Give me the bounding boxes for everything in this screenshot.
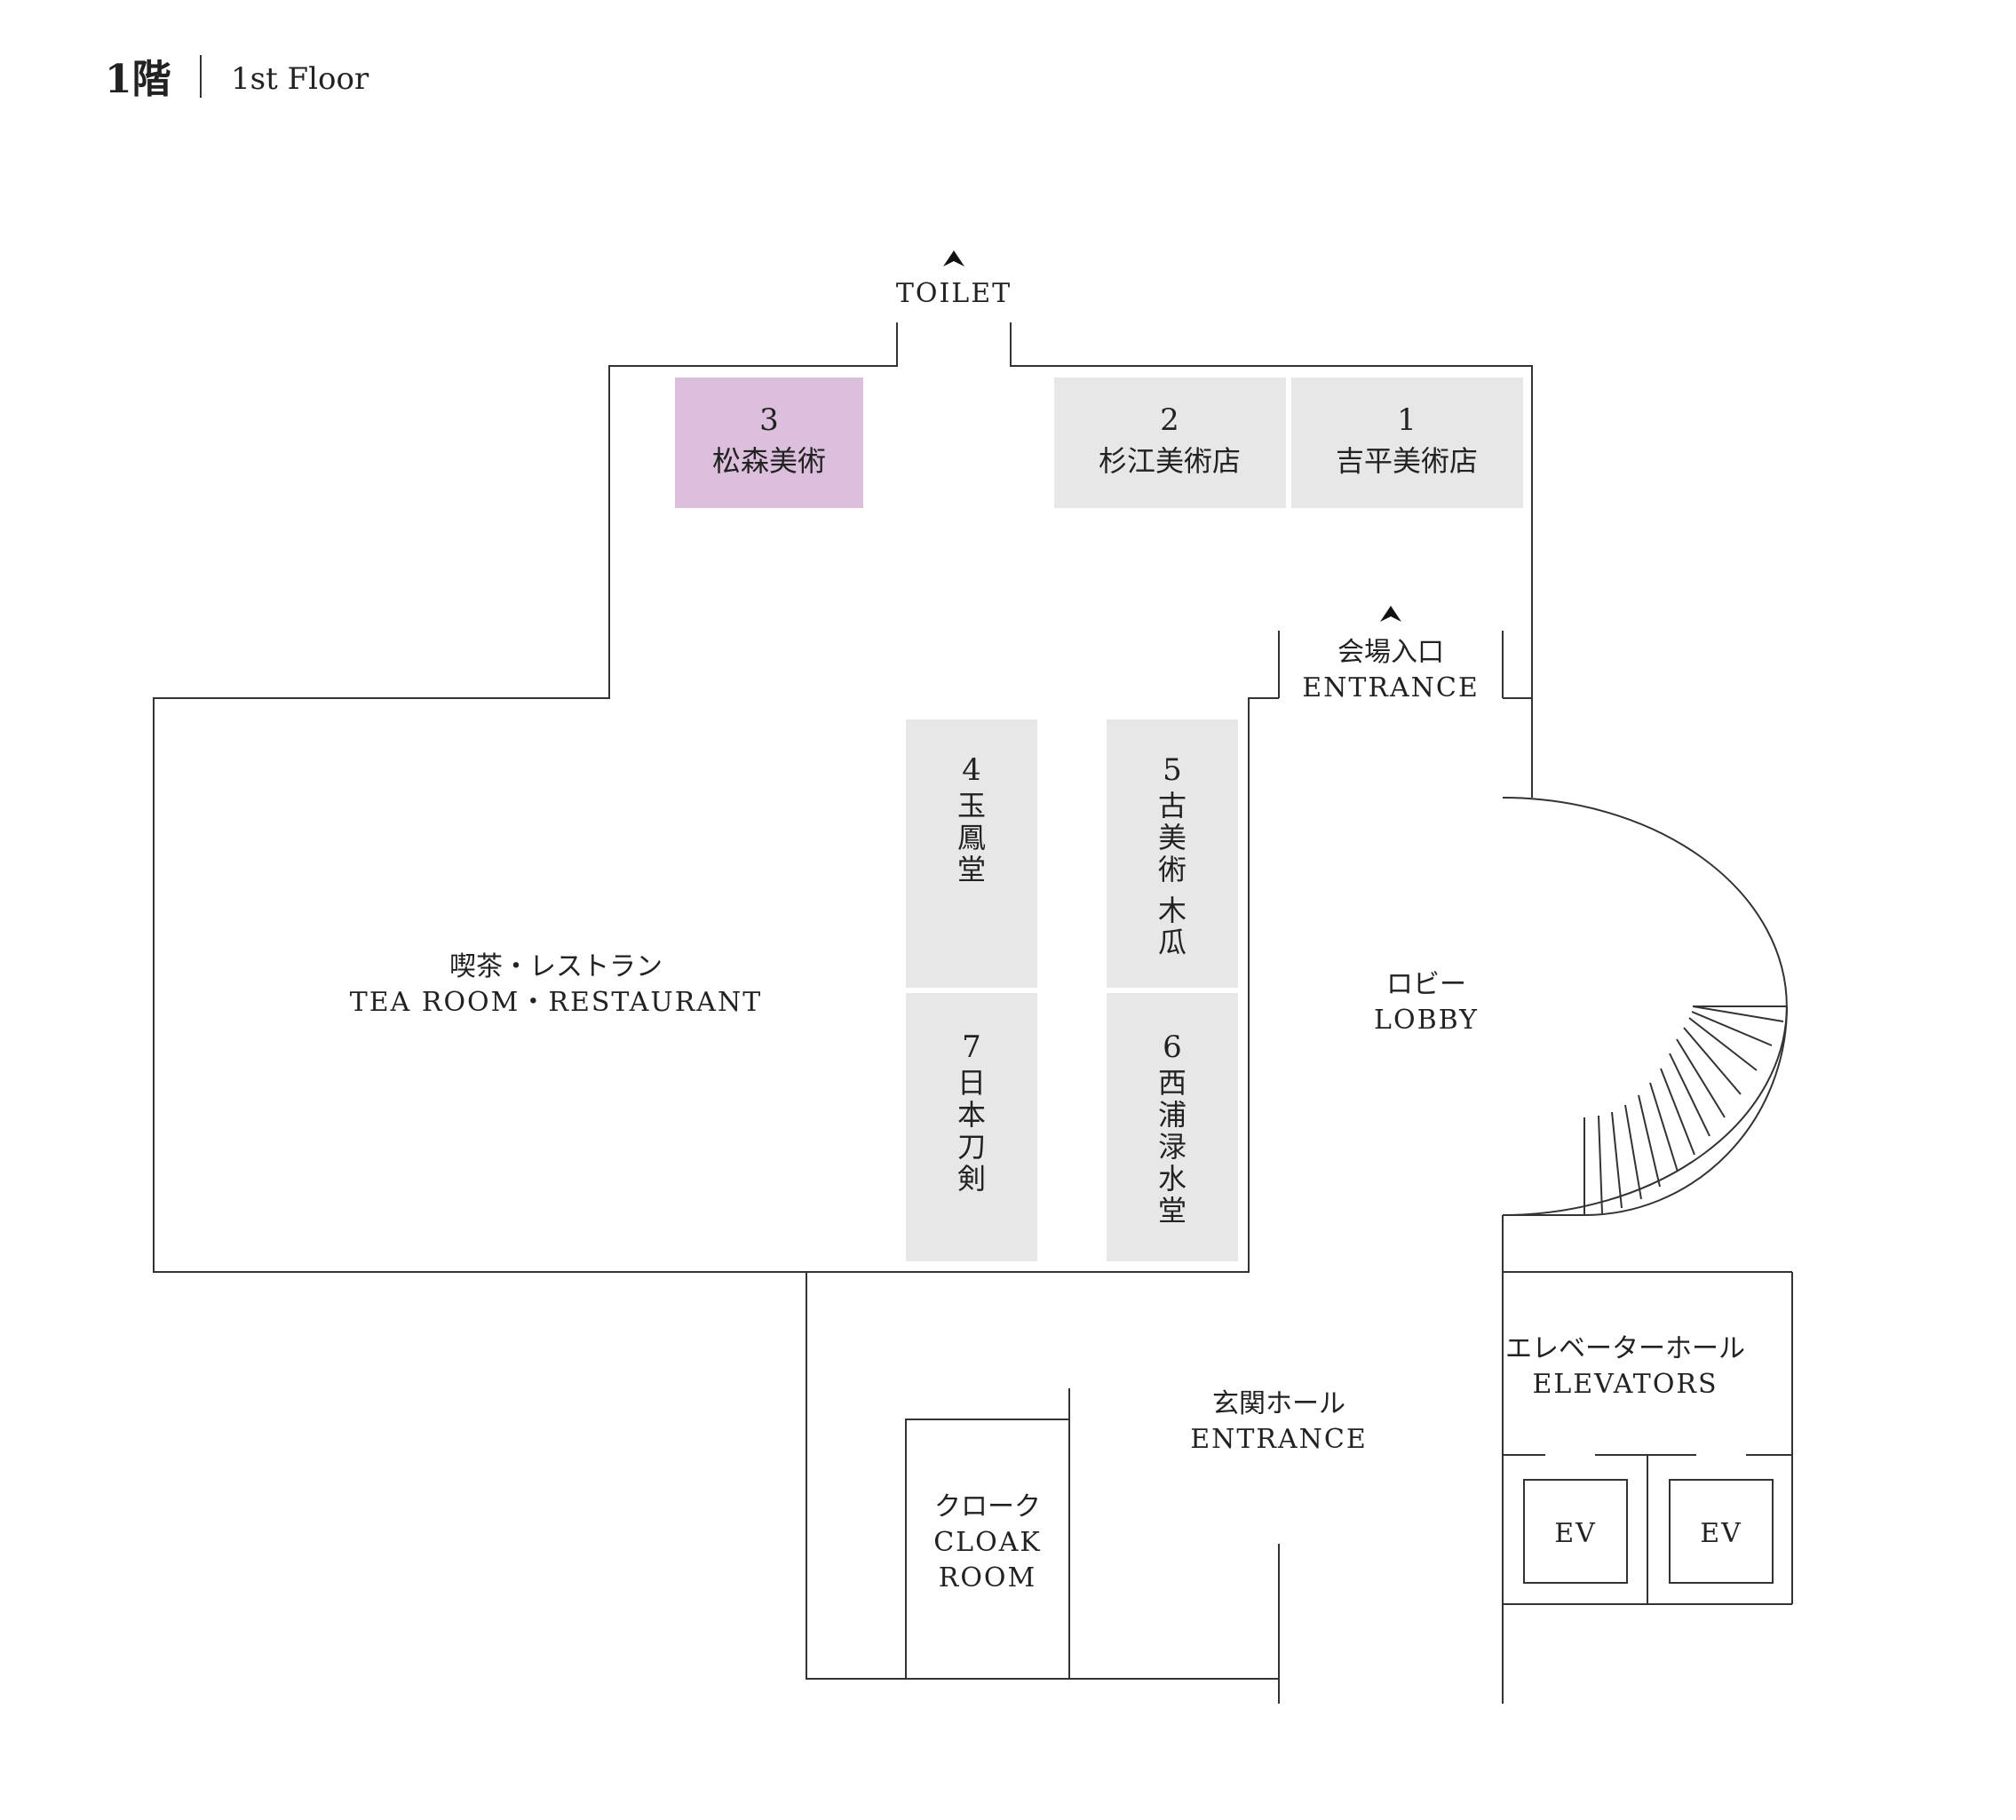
booth-2-name: 杉江美術店: [1099, 444, 1241, 478]
booth-4-char-3: 堂: [957, 853, 986, 886]
entrance-hall-label-jp: 玄関ホール: [1212, 1388, 1345, 1419]
elevator-2-label[interactable]: EV: [1700, 1518, 1742, 1549]
booth-7[interactable]: 7 日 本 刀 剣: [906, 993, 1037, 1261]
toilet-label[interactable]: TOILET: [896, 278, 1012, 309]
lobby-label-jp: ロビー: [1386, 969, 1466, 1000]
entrance-arrow-icon: [1380, 606, 1401, 622]
booth-3[interactable]: 3 松森美術: [675, 378, 863, 508]
elevator-2: [1669, 1479, 1774, 1584]
booth-2[interactable]: 2 杉江美術店: [1054, 378, 1286, 508]
staircase: [1503, 1005, 1788, 1216]
lobby-label-en[interactable]: LOBBY: [1374, 1005, 1479, 1036]
booth-7-char-3: 刀: [957, 1130, 986, 1164]
venue-entrance-label-jp: 会場入口: [1337, 637, 1444, 668]
floor-title-en: 1st Floor: [231, 61, 369, 97]
cloak-label-en-1[interactable]: CLOAK: [933, 1527, 1042, 1558]
floor-title-jp: 1階: [105, 57, 171, 102]
booth-1[interactable]: 1 吉平美術店: [1291, 378, 1523, 508]
elevator-1: [1523, 1479, 1628, 1584]
booth-7-number: 7: [962, 1029, 981, 1065]
booth-6-number: 6: [1163, 1029, 1182, 1065]
booth-1-name: 吉平美術店: [1336, 444, 1478, 478]
booth-5-number: 5: [1163, 752, 1182, 788]
booth-4-char-2: 鳳: [957, 821, 986, 854]
booth-5-char-5: 瓜: [1158, 926, 1187, 959]
booth-1-number: 1: [1397, 402, 1417, 438]
booth-5-char-1: 古: [1158, 789, 1187, 823]
booth-4-area[interactable]: [906, 719, 1037, 988]
booth-4-char-1: 玉: [957, 789, 986, 823]
booth-7-char-4: 剣: [957, 1162, 986, 1196]
booth-3-number: 3: [759, 402, 779, 438]
booth-5-area[interactable]: [1107, 719, 1238, 988]
elevator-hall-label-en[interactable]: ELEVATORS: [1532, 1369, 1718, 1400]
tearoom-label-en[interactable]: TEA ROOM・RESTAURANT: [350, 987, 762, 1018]
entrance-hall-label-en[interactable]: ENTRANCE: [1190, 1424, 1368, 1455]
booth-7-char-1: 日: [957, 1066, 986, 1100]
booth-4[interactable]: 4 玉 鳳 堂: [906, 719, 1037, 988]
venue-entrance-label-en[interactable]: ENTRANCE: [1302, 672, 1480, 703]
booth-1-area[interactable]: [1291, 378, 1523, 508]
booth-7-char-2: 本: [957, 1098, 986, 1132]
toilet-arrow-icon: [943, 250, 964, 266]
booth-6-char-1: 西: [1158, 1066, 1187, 1100]
booth-7-area[interactable]: [906, 993, 1037, 1261]
booth-2-area[interactable]: [1054, 378, 1286, 508]
booth-5-char-2: 美: [1158, 821, 1187, 854]
cloak-label-jp: クローク: [934, 1491, 1041, 1522]
booth-6-char-2: 浦: [1158, 1098, 1187, 1132]
booth-3-area[interactable]: [675, 378, 863, 508]
tearoom-label-jp: 喫茶・レストラン: [449, 951, 663, 982]
booth-2-number: 2: [1160, 402, 1179, 438]
booth-6-area[interactable]: [1107, 993, 1238, 1261]
booth-6-char-3: 渌: [1158, 1130, 1187, 1164]
booth-4-number: 4: [962, 752, 981, 788]
elevator-hall-label-jp: エレベーターホール: [1505, 1333, 1745, 1364]
cloak-label-en-2[interactable]: ROOM: [939, 1562, 1037, 1593]
elevator-1-label[interactable]: EV: [1554, 1518, 1597, 1549]
booth-5-char-3: 術: [1158, 853, 1187, 886]
booth-6[interactable]: 6 西 浦 渌 水 堂: [1107, 993, 1238, 1261]
booth-3-name: 松森美術: [712, 444, 826, 478]
booth-6-char-5: 堂: [1158, 1194, 1187, 1228]
booth-6-char-4: 水: [1158, 1162, 1187, 1196]
booth-5[interactable]: 5 古 美 術 木 瓜: [1107, 719, 1238, 988]
booth-5-char-4: 木: [1158, 894, 1187, 927]
floor-walls: [153, 322, 1793, 1704]
